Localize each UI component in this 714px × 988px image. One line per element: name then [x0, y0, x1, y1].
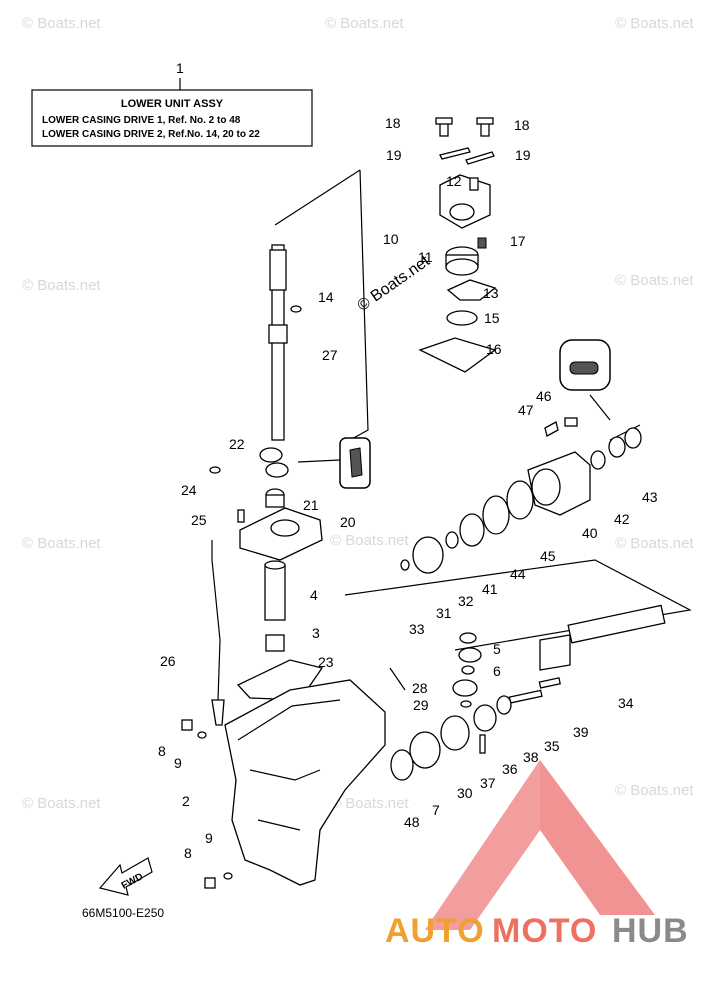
watermark: © Boats.net	[22, 277, 101, 294]
part-label: 15	[484, 310, 500, 326]
box-line-1: LOWER CASING DRIVE 1, Ref. No. 2 to 48	[42, 115, 241, 126]
watermark: © Boats.net	[325, 15, 404, 32]
diagram-code: 66M5100-E250	[82, 906, 164, 920]
fwd-arrow: FWD	[98, 857, 153, 896]
part-label: 32	[458, 593, 474, 609]
part-label: 17	[510, 233, 526, 249]
watermark: © Boats.net	[615, 782, 694, 799]
part-label: 35	[544, 738, 560, 754]
part-label: 28	[412, 680, 428, 696]
part-label: 30	[457, 785, 473, 801]
part-label: 42	[614, 511, 630, 527]
part-label: 6	[493, 663, 501, 679]
box-title: LOWER UNIT ASSY	[121, 98, 224, 110]
part-label: 23	[318, 654, 334, 670]
part-number-labels: 2 3 4 5 6 7 8 9 10 11 12 13 14 15 16 17 …	[158, 115, 658, 861]
watermark: © Boats.net	[330, 795, 409, 812]
part-label: 41	[482, 581, 498, 597]
part-label: 3	[312, 625, 320, 641]
part-label: 18	[514, 117, 530, 133]
part-label: 9	[174, 755, 182, 771]
brand-part-2: MOTO	[492, 912, 597, 950]
drive-shaft	[268, 244, 302, 441]
box-line-2: LOWER CASING DRIVE 2, Ref.No. 14, 20 to …	[42, 129, 260, 140]
part-label: 44	[510, 566, 526, 582]
part-label: 20	[340, 514, 356, 530]
brand-logo: AUTO MOTO HUB	[385, 760, 689, 950]
part-label: 37	[480, 775, 496, 791]
watermark: © Boats.net	[330, 532, 409, 549]
part-label: 39	[573, 724, 589, 740]
part-label: 46	[536, 388, 552, 404]
part-label: 47	[518, 402, 534, 418]
shift-rod	[211, 540, 225, 726]
propeller-shaft-group	[390, 604, 666, 781]
part-label: 22	[229, 436, 245, 452]
part-label: 19	[386, 147, 402, 163]
part-label: 45	[540, 548, 556, 564]
watermark: © Boats.net	[22, 15, 101, 32]
part-label: 4	[310, 587, 318, 603]
part-label: 10	[383, 231, 399, 247]
watermark: © Boats.net	[22, 795, 101, 812]
part-label: 21	[303, 497, 319, 513]
part-label: 40	[582, 525, 598, 541]
part-label: 16	[486, 341, 502, 357]
part-label: 34	[618, 695, 634, 711]
part-label: 43	[642, 489, 658, 505]
part-label: 29	[413, 697, 429, 713]
part-label: 5	[493, 641, 501, 657]
part-label: 31	[436, 605, 452, 621]
bearing-housing	[209, 466, 323, 561]
part-label: 24	[181, 482, 197, 498]
watermark: © Boats.net	[615, 272, 694, 289]
ref-number: 1	[176, 60, 184, 76]
watermark: © Boats.net	[615, 535, 694, 552]
part-label: 8	[184, 845, 192, 861]
watermark: © Boats.net	[615, 15, 694, 32]
part-label: 9	[205, 830, 213, 846]
part-label: 12	[446, 173, 462, 189]
part-label: 8	[158, 743, 166, 759]
bearing-group	[259, 437, 371, 489]
part-label: 38	[523, 749, 539, 765]
forward-gear-group	[400, 339, 642, 574]
part-label: 18	[385, 115, 401, 131]
part-label: 26	[160, 653, 176, 669]
part-label: 25	[191, 512, 207, 528]
part-label: 14	[318, 289, 334, 305]
part-label: 27	[322, 347, 338, 363]
part-label: 19	[515, 147, 531, 163]
water-pump	[418, 117, 497, 373]
part-label: 33	[409, 621, 425, 637]
watermark: © Boats.net	[22, 535, 101, 552]
water-tube	[264, 560, 286, 652]
title-box: 1 LOWER UNIT ASSY LOWER CASING DRIVE 1, …	[31, 60, 313, 147]
part-label: 2	[182, 793, 190, 809]
part-label: 11	[418, 249, 433, 265]
brand-part-1: AUTO	[385, 912, 485, 950]
part-label: 7	[432, 802, 440, 818]
part-label: 48	[404, 814, 420, 830]
lower-casing	[224, 679, 386, 886]
part-label: 36	[502, 761, 518, 777]
bolts	[181, 719, 233, 889]
brand-part-3: HUB	[612, 912, 689, 950]
part-label: 13	[483, 285, 499, 301]
